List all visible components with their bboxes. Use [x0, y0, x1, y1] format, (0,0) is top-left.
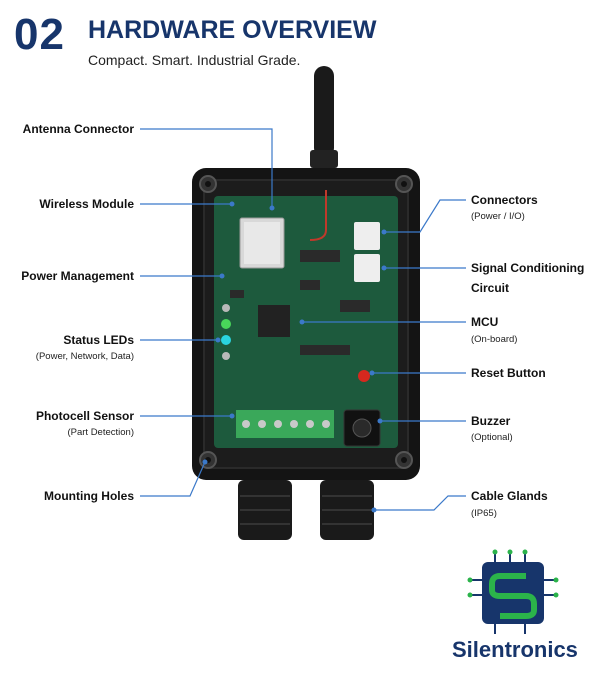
label-power-management: Power Management — [21, 269, 134, 283]
label-mcu-sub: (On-board) — [471, 334, 518, 345]
silentronics-logo-icon — [467, 549, 559, 634]
label-mounting-holes: Mounting Holes — [44, 489, 134, 503]
label-cable-glands: Cable Glands — [471, 489, 548, 503]
label-signal-conditioning: Signal Conditioning — [471, 261, 585, 275]
leader-lines — [140, 128, 466, 511]
brand-name: Silentronics — [452, 637, 578, 662]
label-reset-button: Reset Button — [471, 366, 546, 380]
page-subtitle: Compact. Smart. Industrial Grade. — [88, 52, 301, 68]
page-title: HARDWARE OVERVIEW — [88, 16, 377, 44]
label-wireless-module: Wireless Module — [39, 197, 134, 211]
label-buzzer: Buzzer — [471, 414, 511, 428]
label-cable-glands-sub: (IP65) — [471, 508, 497, 519]
cable-glands — [238, 480, 374, 540]
label-photocell-sensor-sub: (Part Detection) — [67, 427, 134, 438]
label-buzzer-sub: (Optional) — [471, 432, 513, 443]
label-mcu: MCU — [471, 315, 499, 329]
label-connectors: Connectors — [471, 193, 538, 207]
pcb-board — [214, 190, 398, 448]
leader-dots — [202, 201, 387, 513]
section-number: 02 — [14, 10, 65, 59]
label-signal-conditioning-sub: Circuit — [471, 281, 510, 295]
label-connectors-sub: (Power / I/O) — [471, 211, 525, 222]
label-status-leds: Status LEDs — [63, 333, 134, 347]
label-photocell-sensor: Photocell Sensor — [35, 409, 134, 423]
terminal-screws — [242, 420, 330, 428]
label-status-leds-sub: (Power, Network, Data) — [35, 351, 134, 362]
label-antenna-connector: Antenna Connector — [22, 122, 134, 136]
